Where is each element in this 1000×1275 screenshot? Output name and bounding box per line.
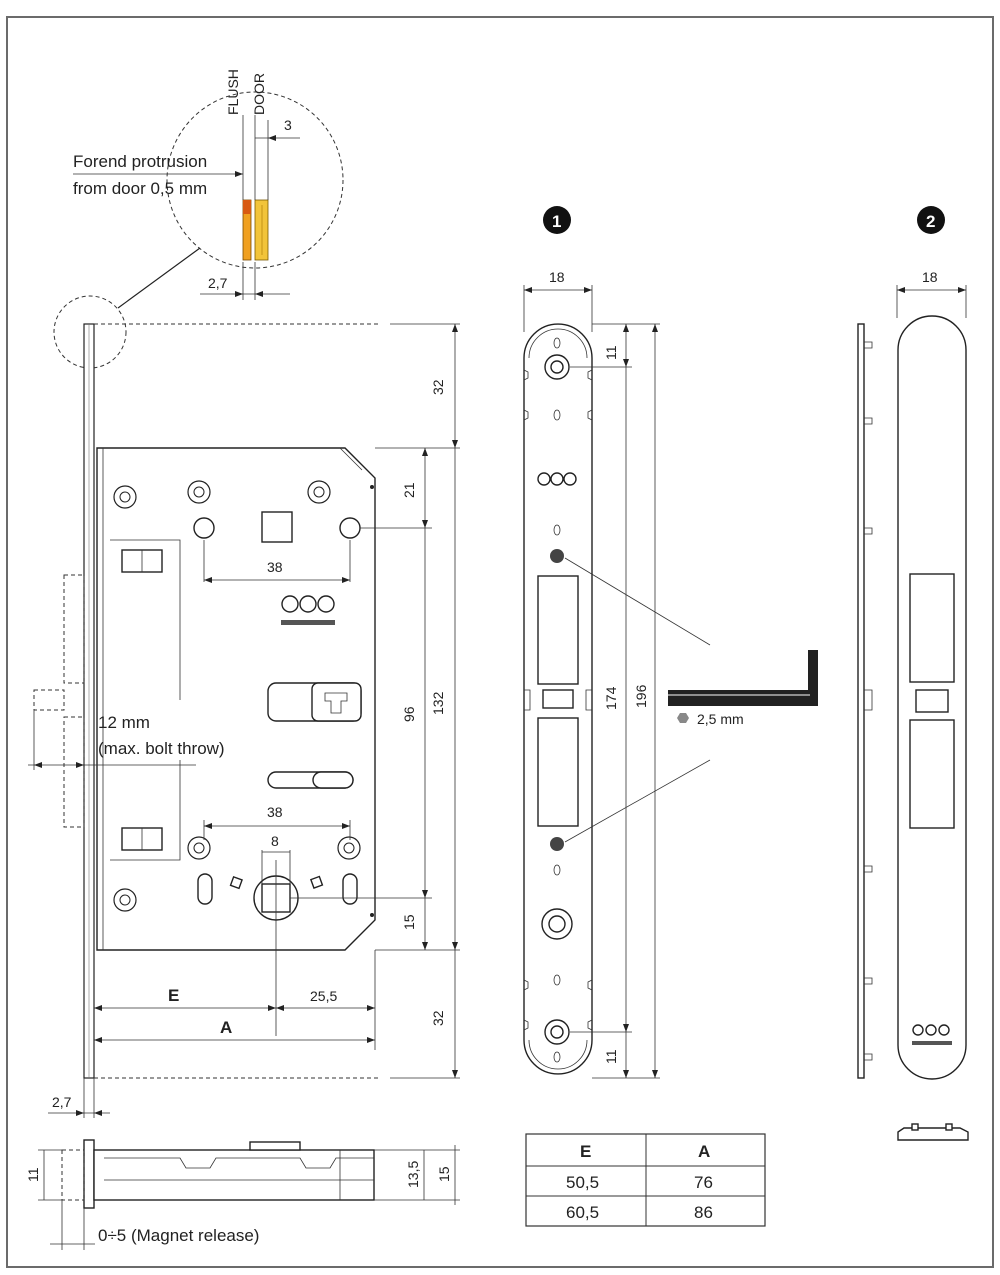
dim-15-right: 15 — [401, 914, 417, 930]
dim-2-7-callout: 2,7 — [208, 275, 228, 291]
protrusion-label-1: Forend protrusion — [73, 152, 207, 171]
lock-body — [33, 323, 378, 1079]
table-cell: 86 — [694, 1203, 713, 1222]
badge-2-label: 2 — [926, 212, 935, 231]
detail-callout: 3 FLUSH DOOR Forend protrusion from door… — [53, 69, 344, 369]
plate1-width: 18 — [549, 269, 565, 285]
dim-132: 132 — [430, 691, 446, 715]
dim-32-top: 32 — [430, 379, 446, 395]
deadbolt-outline — [63, 716, 85, 828]
bolt-throw-label-1: 12 mm — [98, 713, 150, 732]
dim-15-section: 15 — [436, 1166, 452, 1182]
lock-dimensions: 38 38 8 32 132 32 — [28, 323, 460, 1118]
square-spindle — [261, 511, 293, 543]
table-cell: 50,5 — [566, 1173, 599, 1192]
dim-8: 8 — [271, 833, 279, 849]
latch-bolt-outline — [63, 574, 85, 684]
table-cell: 76 — [694, 1173, 713, 1192]
magnet-release-label: 0÷5 (Magnet release) — [98, 1226, 259, 1245]
diagram-frame — [6, 16, 994, 1268]
dim-E: E — [168, 986, 179, 1005]
plate1-dim-196: 196 — [633, 684, 649, 708]
plate2-end-profile — [897, 1127, 969, 1141]
table-cell: 60,5 — [566, 1203, 599, 1222]
abb-logo — [281, 595, 335, 625]
label-flush: FLUSH — [225, 69, 241, 115]
badge-1-label: 1 — [552, 212, 561, 231]
dim-32-bottom: 32 — [430, 1010, 446, 1026]
hex-key — [668, 650, 818, 706]
dim-A: A — [220, 1018, 232, 1037]
dim-38-top: 38 — [267, 559, 283, 575]
table-header-A: A — [698, 1142, 710, 1161]
plate1-dim-174: 174 — [603, 686, 619, 710]
strike-plate-1: 1 18 — [523, 206, 818, 1079]
cross-section: 11 13,5 15 0÷5 (Magnet release) — [25, 1139, 460, 1250]
plate1-dim-11-bottom: 11 — [603, 1049, 619, 1064]
bolt-throw-label-2: (max. bolt throw) — [98, 739, 225, 758]
dim-3: 3 — [284, 117, 292, 133]
dim-13-5: 13,5 — [405, 1161, 421, 1188]
hex-key-label: 2,5 mm — [697, 711, 744, 727]
badge-2 — [917, 206, 945, 234]
dim-96: 96 — [401, 706, 417, 722]
plate2-profile — [857, 323, 865, 1079]
plate1-dim-11-top: 11 — [603, 345, 619, 360]
dimension-table: E A 50,5 76 60,5 86 — [525, 1133, 766, 1227]
door-strip — [254, 199, 269, 261]
strike-plate-2: 2 18 — [857, 206, 969, 1141]
plate2-width: 18 — [922, 269, 938, 285]
dim-11-section: 11 — [25, 1167, 41, 1182]
lock-case — [96, 447, 376, 951]
label-door: DOOR — [251, 73, 267, 115]
badge-1 — [543, 206, 571, 234]
dim-2-7-bottom: 2,7 — [52, 1094, 72, 1110]
dim-21: 21 — [401, 482, 417, 498]
table-header-E: E — [580, 1142, 591, 1161]
dim-25-5: 25,5 — [310, 988, 337, 1004]
mount-hole-left — [193, 517, 215, 539]
section-body — [93, 1149, 375, 1201]
detail-circle — [166, 91, 344, 269]
dim-38-bottom: 38 — [267, 804, 283, 820]
hex-icon — [677, 713, 689, 723]
protrusion-label-2: from door 0,5 mm — [73, 179, 207, 198]
mount-hole-right — [339, 517, 361, 539]
